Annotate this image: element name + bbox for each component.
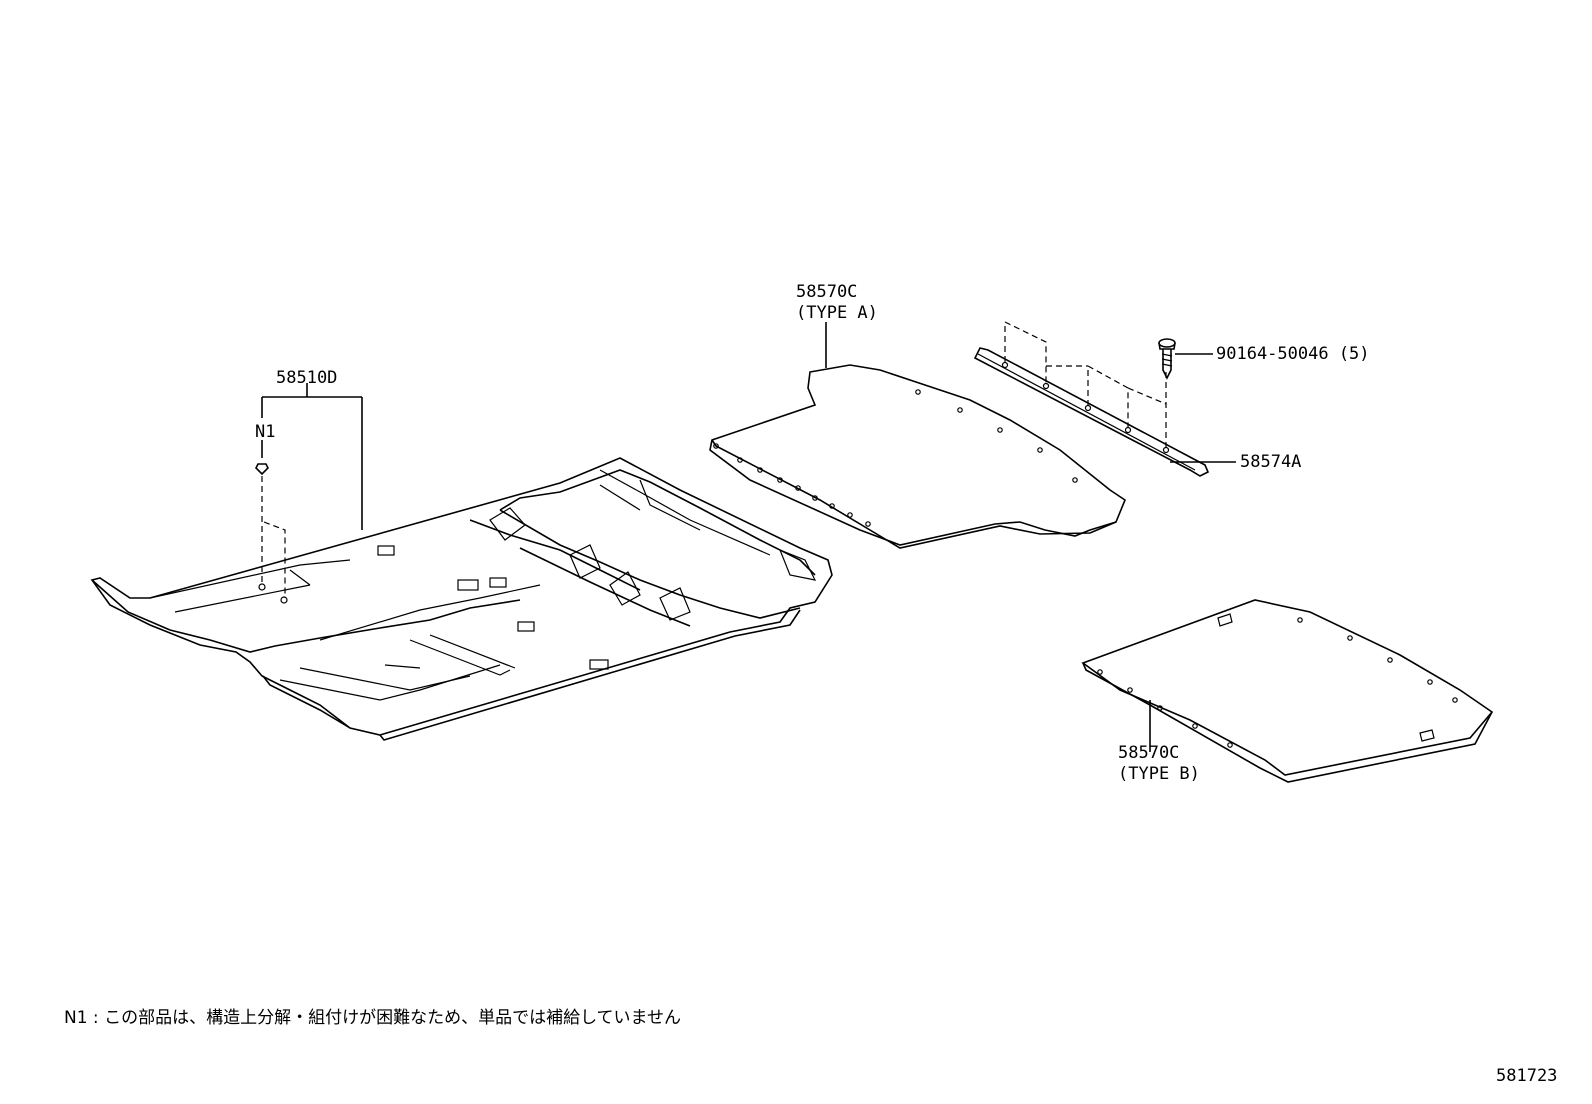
label-58570c-type-a-type: (TYPE A) <box>796 303 878 323</box>
label-58570c-type-b-part: 58570C <box>1118 743 1179 763</box>
mat-a-holes <box>713 389 1078 527</box>
screw-90164-50046[interactable] <box>1158 338 1176 380</box>
label-screw: 90164-50046 (5) <box>1216 344 1370 364</box>
leader-58510d <box>261 383 363 530</box>
label-58570c-type-b-type: (TYPE B) <box>1118 764 1200 784</box>
floor-carpet-58510d[interactable] <box>90 457 833 741</box>
mat-b-holes <box>1097 617 1458 748</box>
retainer-58574a[interactable] <box>973 347 1210 477</box>
retainer-dashed-guides <box>1004 321 1167 448</box>
footnote: N1 : この部品は、構造上分解・組付けが困難なため、単品では補給していません <box>64 1008 682 1028</box>
label-58570c-type-a-part: 58570C <box>796 282 857 302</box>
figure-number: 581723 <box>1496 1066 1558 1086</box>
clip-n1[interactable] <box>255 440 288 604</box>
label-58574a: 58574A <box>1240 452 1301 472</box>
label-n1: N1 <box>255 422 275 442</box>
label-58510d: 58510D <box>276 368 337 388</box>
floor-mat-type-b[interactable] <box>1081 599 1494 783</box>
